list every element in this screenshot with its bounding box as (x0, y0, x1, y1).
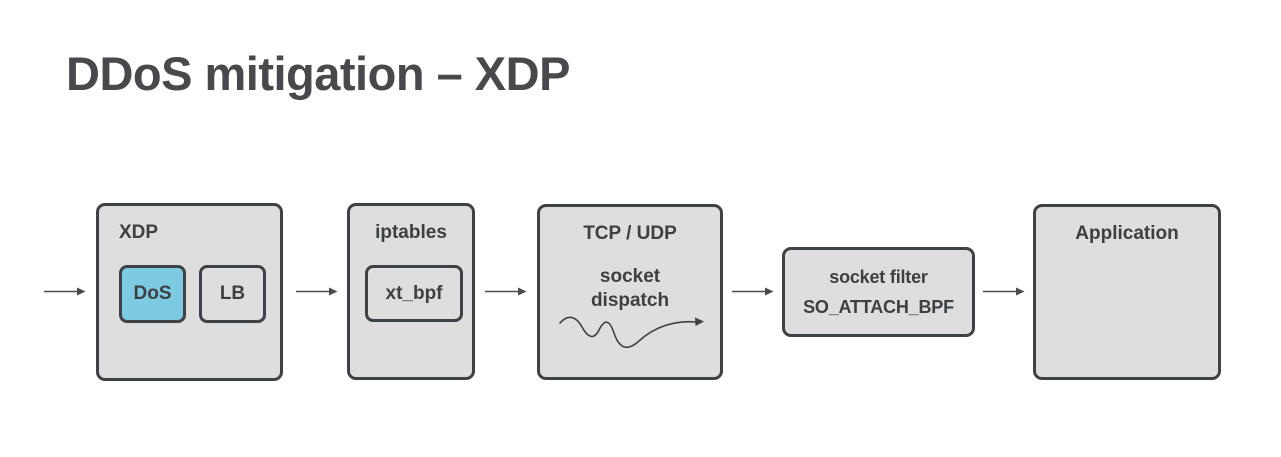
node-xdp-label: XDP (119, 222, 159, 243)
node-lb: LB (199, 265, 266, 323)
right-arrow-icon (296, 287, 338, 296)
so-attach-bpf-label: SO_ATTACH_BPF (803, 297, 954, 317)
node-iptables-label: iptables (375, 222, 447, 243)
node-tcp-udp-label: TCP / UDP (583, 223, 677, 244)
node-dos: DoS (119, 265, 186, 323)
node-application-label: Application (1075, 223, 1179, 244)
socket-dispatch-label: socket dispatch (590, 266, 670, 311)
right-arrow-icon (732, 287, 774, 296)
node-application: Application (1033, 204, 1221, 380)
right-arrow-icon (44, 287, 86, 296)
node-dos-label: DoS (133, 283, 172, 304)
node-xt-bpf: xt_bpf (365, 265, 463, 322)
node-xdp: XDP DoS LB (96, 203, 283, 381)
node-tcp-udp: TCP / UDP socket dispatch (537, 204, 723, 380)
squiggle-arrow-icon (559, 316, 704, 349)
node-iptables: iptables xt_bpf (347, 203, 475, 380)
node-xt-bpf-label: xt_bpf (385, 282, 443, 304)
right-arrow-icon (983, 287, 1025, 296)
socket-filter-label: socket filter (829, 267, 928, 287)
node-socket-filter: socket filter SO_ATTACH_BPF (782, 247, 975, 337)
page-title: DDoS mitigation – XDP (66, 47, 570, 100)
right-arrow-icon (485, 287, 527, 296)
node-lb-label: LB (219, 283, 246, 304)
